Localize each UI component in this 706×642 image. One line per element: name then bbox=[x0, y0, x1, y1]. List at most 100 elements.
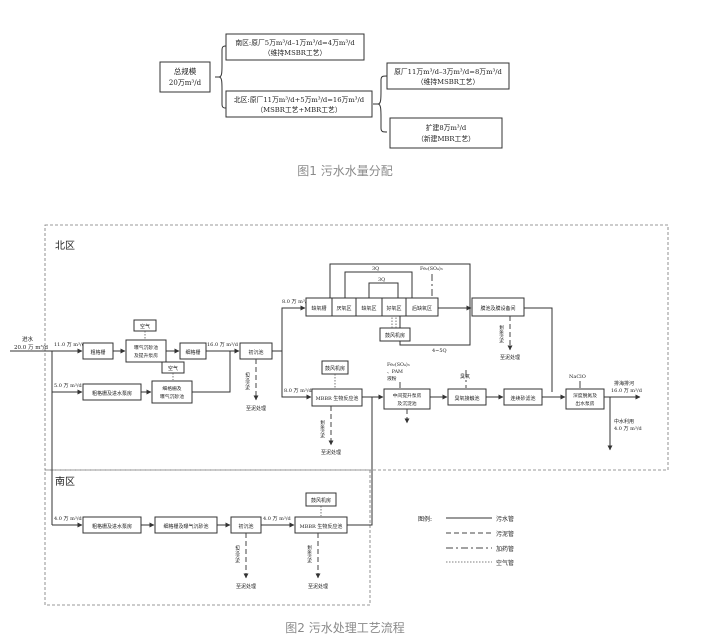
chem-fe2-label-1: Fe₂(SO₄)₃ bbox=[387, 361, 410, 368]
brace-left bbox=[215, 45, 227, 109]
ozone-input-label: 臭氧 bbox=[460, 373, 470, 380]
south-allocation-box bbox=[225, 33, 365, 61]
north-keep-text: 原厂11万m³/d–3万m³/d=8万m³/d bbox=[394, 68, 502, 76]
figure-2-caption: 图2 污水处理工艺流程 bbox=[285, 620, 404, 635]
north-region-border bbox=[44, 224, 669, 471]
coarse-pump-label: 粗格栅及进水泵房 bbox=[92, 390, 132, 397]
fine-grit-label-1: 细格栅及 bbox=[162, 385, 181, 392]
blower-3-label: 鼓风机房 bbox=[311, 497, 331, 504]
inflow-value: 20.0 万 m³/d bbox=[14, 344, 49, 351]
recycle-1 bbox=[344, 271, 413, 298]
flow-4b-label: 4.0 万 m³/d bbox=[263, 516, 292, 522]
blower-1-box bbox=[379, 327, 411, 342]
reuse-value: 4.0 万 m³/d bbox=[614, 426, 643, 432]
inflow-trunk bbox=[10, 350, 53, 525]
flow-8b-label: 8.0 万 m³/d bbox=[284, 388, 313, 394]
ozone-contact-label: 臭氧接触池 bbox=[454, 395, 479, 402]
legend-title: 图例: bbox=[418, 515, 432, 523]
lift-settle-label-1: 中间提升泵房 bbox=[393, 392, 422, 399]
post-anoxic-box bbox=[405, 297, 439, 317]
naclo-label: NaClO bbox=[569, 374, 586, 380]
to-sludge-3: 至泥处理 bbox=[321, 449, 341, 456]
outlet-pump-label-2: 出水泵房 bbox=[575, 400, 594, 407]
south-region-label: 南区 bbox=[55, 475, 75, 488]
anoxic-label: 缺氧区 bbox=[361, 305, 376, 312]
figure-1-water-allocation: 总规模 20万m³/d 南区:原厂5万m³/d–1万m³/d=4万m³/d （维… bbox=[159, 33, 510, 178]
sludge-label-3: 剩余污泥 bbox=[320, 419, 325, 440]
mbbr-north-label: MBBR 生物反应池 bbox=[316, 395, 359, 402]
blower-1-label: 鼓风机房 bbox=[385, 332, 405, 339]
recycle-2-label: 3Q bbox=[378, 277, 385, 283]
outlet-pump-label-1: 深度脱氮及 bbox=[573, 392, 597, 399]
outfall-label: 排海排河 bbox=[614, 380, 634, 387]
figure-1-caption: 图1 污水水量分配 bbox=[297, 164, 392, 178]
lift-settle-label-2: 及沉淀池 bbox=[397, 400, 416, 407]
north-allocation-text: 北区:原厂11万m³/d+5万m³/d=16万m³/d bbox=[234, 96, 365, 104]
membrane-label: 膜池及膜设备间 bbox=[480, 305, 515, 312]
sludge-label-4: 初沉污泥 bbox=[235, 544, 240, 565]
south-mbbr-label: MBBR 生物反应池 bbox=[300, 523, 343, 530]
chem-fe2-label-3: 液粉 bbox=[387, 375, 397, 382]
north-keep-box bbox=[386, 62, 510, 90]
flow-membrane-to-outlet bbox=[524, 307, 553, 392]
legend-dosing-label: 加药管 bbox=[496, 545, 514, 553]
north-new-text: 扩建8万m³/d bbox=[426, 123, 467, 132]
total-scale-label: 总规模 bbox=[174, 66, 197, 76]
south-coarse-label: 粗格栅及进水泵房 bbox=[92, 523, 132, 530]
fine-screen-label: 细格栅 bbox=[185, 349, 200, 356]
air-label-2: 空气 bbox=[168, 365, 178, 372]
north-allocation-box bbox=[225, 90, 373, 118]
recycle-2 bbox=[368, 282, 399, 298]
reuse-label: 中水利用 bbox=[614, 418, 634, 425]
legend-air-label: 空气管 bbox=[496, 559, 514, 567]
outfall-value: 16.0 万 m³/d bbox=[611, 388, 643, 394]
north-new-box bbox=[389, 117, 503, 149]
post-anoxic-label: 后缺氧区 bbox=[412, 305, 432, 312]
sand-filter-label: 连续砂滤池 bbox=[510, 395, 535, 402]
recycle-1-label: 3Q bbox=[372, 266, 379, 272]
flow-8a-label: 8.0 万 m³/d bbox=[282, 299, 311, 305]
inflow-label: 进水 bbox=[22, 335, 34, 343]
north-keep-note: （维持MSBR工艺） bbox=[417, 77, 480, 86]
anaerobic-label: 厌氧区 bbox=[336, 305, 351, 312]
outlet-pump-box bbox=[565, 388, 605, 410]
north-region-label: 北区 bbox=[55, 240, 75, 252]
flow-5-label: 5.0 万 m³/d bbox=[54, 383, 83, 389]
flow-to-mbbr bbox=[281, 351, 312, 400]
sludge-label-2: 剩余污泥 bbox=[499, 324, 504, 345]
north-allocation-note: （MSBR工艺+MBR工艺） bbox=[256, 106, 341, 114]
flow-16-label: 16.0 万 m³/d bbox=[207, 342, 239, 348]
sludge-label-5: 剩余污泥 bbox=[307, 544, 312, 565]
legend-sewage-label: 污水管 bbox=[496, 515, 514, 523]
total-scale-value: 20万m³/d bbox=[169, 79, 202, 87]
chem-fe2-label-2: 、PAM bbox=[387, 369, 403, 375]
to-sludge-4: 至泥处理 bbox=[236, 583, 256, 590]
chem-fe-label: Fe₂(SO₄)₃ bbox=[420, 265, 443, 272]
sludge-label-1: 初沉污泥 bbox=[245, 371, 250, 392]
blower-1-air bbox=[391, 316, 397, 328]
membrane-box bbox=[471, 297, 525, 317]
flow-4a-label: 4.0 万 m³/d bbox=[54, 516, 83, 522]
brace-right bbox=[373, 75, 388, 133]
coarse-screen-label: 粗格栅 bbox=[90, 349, 105, 356]
to-sludge-5: 至泥处理 bbox=[308, 583, 328, 590]
total-scale-box bbox=[159, 61, 211, 93]
flow-to-mbr-train bbox=[272, 305, 306, 352]
aerobic-label: 好氧区 bbox=[386, 305, 401, 312]
south-primary-label: 初沉池 bbox=[238, 523, 253, 530]
blower-2-label: 鼓风机房 bbox=[325, 365, 345, 372]
figure-2-process-flow: 北区 南区 进水 20.0 万 m³/d 11.0 万 m³/d 5.0 万 m… bbox=[10, 224, 669, 635]
north-new-note: （新建MBR工艺） bbox=[417, 134, 475, 143]
to-sludge-2: 至泥处理 bbox=[500, 354, 520, 361]
flow-11-label: 11.0 万 m³/d bbox=[54, 342, 86, 348]
south-fine-label: 细格栅及曝气沉砂池 bbox=[163, 523, 208, 530]
south-region-border bbox=[44, 469, 371, 606]
south-allocation-note: （维持MSBR工艺） bbox=[264, 48, 327, 57]
fine-grit-label-2: 曝气沉砂池 bbox=[160, 393, 184, 400]
flow-merge-to-primary bbox=[192, 351, 239, 393]
legend-sludge-label: 污泥管 bbox=[496, 530, 514, 538]
primary-clarifier-label: 初沉池 bbox=[248, 349, 263, 356]
pre-anoxic-label: 缺氧槽 bbox=[311, 305, 326, 312]
south-allocation-text: 南区:原厂5万m³/d–1万m³/d=4万m³/d bbox=[235, 38, 355, 47]
